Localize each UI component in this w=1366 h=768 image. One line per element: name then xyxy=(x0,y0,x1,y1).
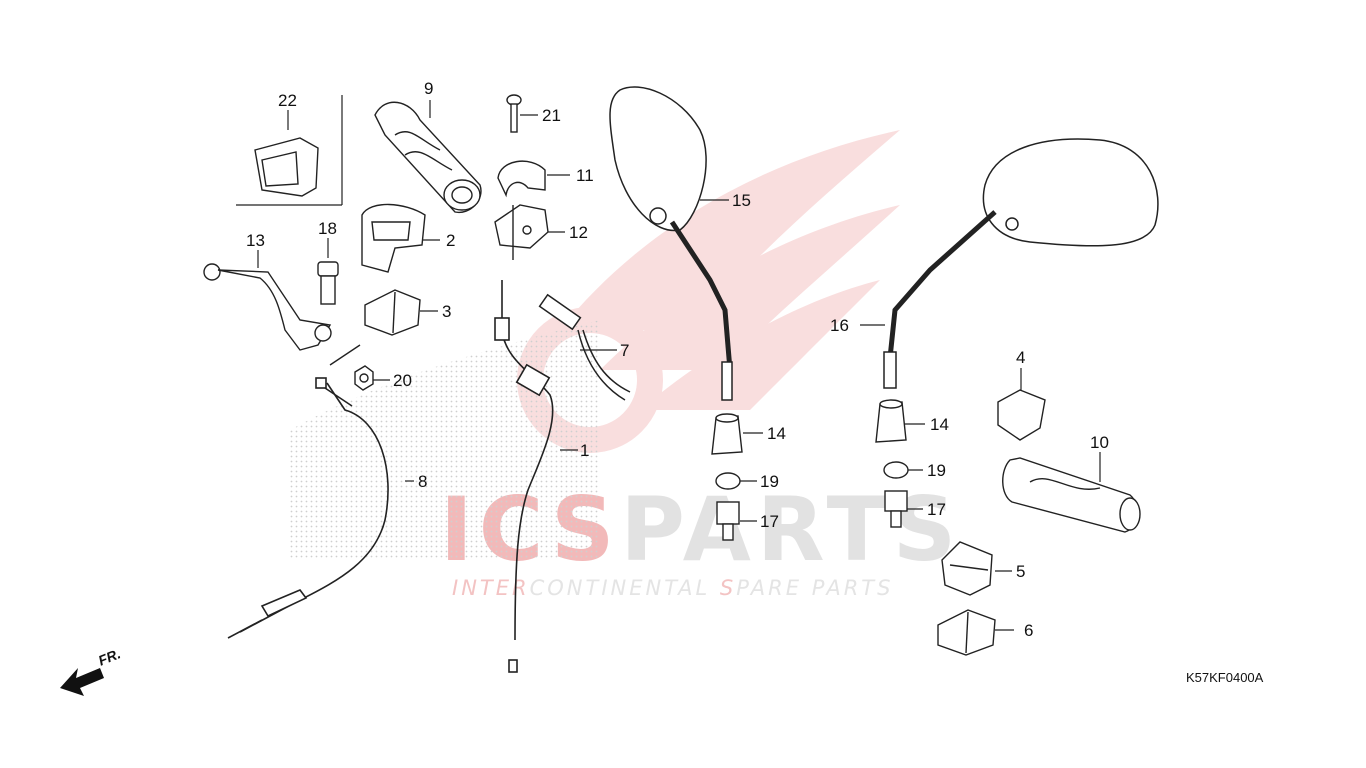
part-19-nut-right xyxy=(883,461,909,479)
callout-21: 21 xyxy=(542,106,561,125)
part-14-boot-right xyxy=(875,399,907,443)
part-5-switch xyxy=(941,541,993,596)
callout-17-right: 17 xyxy=(927,500,946,519)
part-7-wire xyxy=(538,293,631,401)
leader-lines xyxy=(257,100,1101,631)
callout-12: 12 xyxy=(569,223,588,242)
callout-14-right: 14 xyxy=(930,415,949,434)
callout-14-left: 14 xyxy=(767,424,786,443)
watermark-wing xyxy=(517,130,900,453)
callout-7: 7 xyxy=(620,341,630,360)
part-4-switch xyxy=(997,389,1046,441)
inset-frame xyxy=(236,95,343,206)
callout-2: 2 xyxy=(446,231,456,250)
part-8-cable xyxy=(227,377,389,639)
part-21-screw xyxy=(506,94,522,133)
part-17-adaptor-left xyxy=(716,501,740,541)
part-20-nut xyxy=(354,365,374,391)
callout-4: 4 xyxy=(1016,348,1026,367)
callout-9: 9 xyxy=(424,79,434,98)
part-3-switch xyxy=(364,289,421,336)
front-arrow-icon xyxy=(60,668,104,696)
watermark-tagline: INTERCONTINENTAL SPARE PARTS xyxy=(452,576,894,600)
callout-17-left: 17 xyxy=(760,512,779,531)
callout-5: 5 xyxy=(1016,562,1026,581)
part-14-boot-left xyxy=(711,413,743,455)
part-2-switch xyxy=(361,203,426,273)
part-15-mirror xyxy=(609,86,733,401)
part-22-cover xyxy=(254,137,319,197)
part-13-lever xyxy=(203,263,361,366)
callout-20: 20 xyxy=(393,371,412,390)
callout-1: 1 xyxy=(580,441,590,460)
part-6-switch xyxy=(937,609,996,656)
part-19-nut-left xyxy=(715,472,741,490)
callout-19-left: 19 xyxy=(760,472,779,491)
part-10-grip xyxy=(1002,457,1141,533)
callout-22: 22 xyxy=(278,91,297,110)
callout-15: 15 xyxy=(732,191,751,210)
part-17-adaptor-right xyxy=(884,490,908,528)
part-11-housing xyxy=(497,160,546,198)
callout-19-right: 19 xyxy=(927,461,946,480)
part-18-bolt xyxy=(317,261,339,305)
diagram-code: K57KF0400A xyxy=(1186,670,1264,685)
callout-3: 3 xyxy=(442,302,452,321)
callout-13: 13 xyxy=(246,231,265,250)
part-12-housing xyxy=(494,204,549,260)
callout-8: 8 xyxy=(418,472,428,491)
part-16-mirror xyxy=(883,138,1159,389)
callout-6: 6 xyxy=(1024,621,1034,640)
watermark-dots xyxy=(290,320,600,560)
callout-11: 11 xyxy=(576,166,594,185)
part-1-cable xyxy=(494,280,554,673)
callout-16: 16 xyxy=(830,316,849,335)
part-9-grip xyxy=(374,101,482,214)
callout-18: 18 xyxy=(318,219,337,238)
callout-10: 10 xyxy=(1090,433,1109,452)
